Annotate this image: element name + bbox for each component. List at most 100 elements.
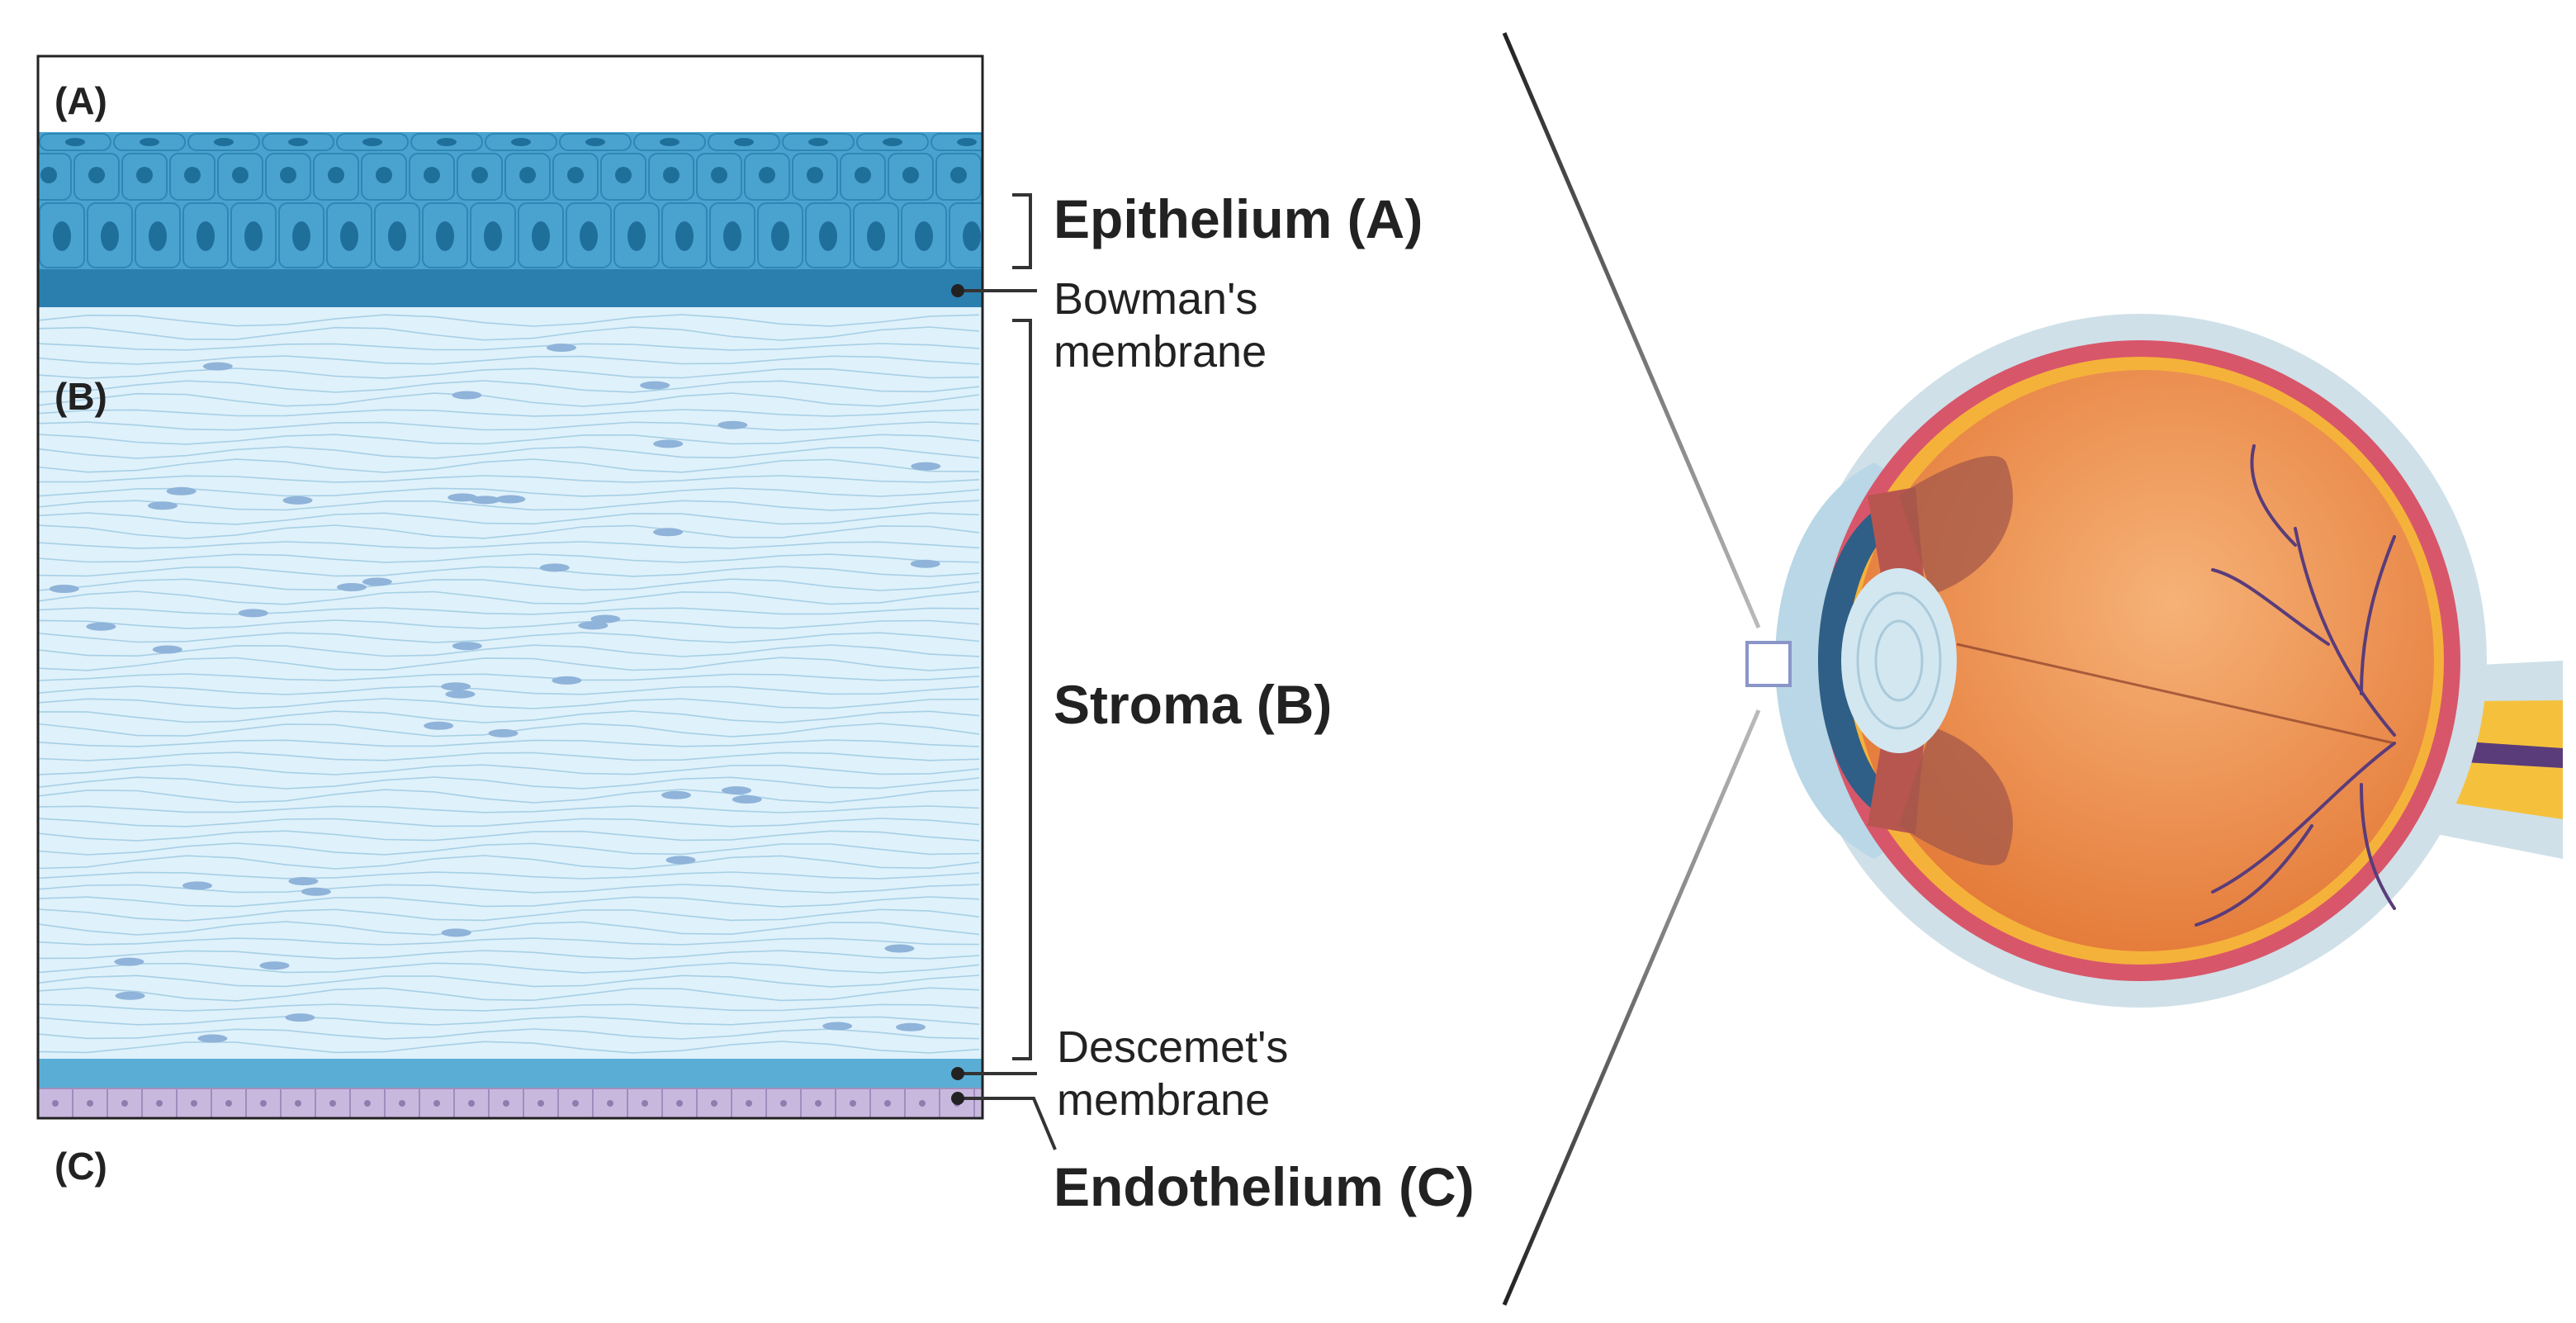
zoom-lines (1502, 32, 1761, 1306)
collagen-fiber (38, 607, 980, 615)
collagen-fiber (38, 434, 980, 445)
visual-axis (1956, 643, 2395, 745)
keratocyte (590, 614, 621, 624)
ciliary-body-lower (1899, 727, 2013, 865)
panel-label-b: (B) (54, 375, 107, 418)
epithelial-nucleus (197, 221, 215, 251)
keratocyte (148, 501, 178, 510)
collagen-fiber (38, 698, 980, 709)
keratocyte (288, 877, 319, 885)
collagen-fiber (38, 764, 980, 775)
collagen-fiber (38, 752, 980, 761)
endothelium-dot (951, 1092, 964, 1105)
epithelial-nucleus (950, 167, 967, 183)
retinal-vessels (2195, 444, 2396, 927)
endothelial-nucleus (676, 1100, 683, 1107)
stroma-base (38, 307, 983, 1059)
keratocyte (896, 1022, 926, 1031)
epithelial-nucleus (808, 138, 828, 146)
cornea-layer-panel: (A) (B) (36, 55, 984, 1120)
descemet-dot (951, 1067, 964, 1080)
endothelial-nucleus (780, 1100, 787, 1107)
epithelial-nucleus (88, 167, 105, 183)
keratocyte (470, 496, 500, 505)
epithelial-nucleus (511, 138, 531, 146)
keratocyte (301, 887, 331, 896)
collagen-fiber (38, 421, 980, 431)
epithelial-nucleus (484, 221, 502, 251)
epithelial-nucleus (675, 221, 694, 251)
endothelial-nucleus (52, 1100, 59, 1107)
collagen-fiber (38, 937, 980, 946)
epithelial-nucleus (53, 221, 71, 251)
zoom-line-top (1502, 32, 1761, 628)
keratocyte (911, 462, 941, 471)
collagen-fiber (38, 409, 980, 417)
epithelial-nucleus (567, 167, 584, 183)
keratocyte (717, 420, 748, 429)
epithelial-nucleus (232, 167, 249, 183)
epithelial-nucleus (471, 167, 488, 183)
epithelial-nucleus (328, 167, 344, 183)
epithelial-nucleus (867, 221, 885, 251)
collagen-fiber (38, 908, 980, 922)
collagen-fiber (38, 884, 980, 894)
keratocyte (49, 585, 79, 593)
collagen-fiber (38, 326, 980, 341)
collagen-fiber (38, 487, 980, 497)
keratocyte (640, 381, 670, 390)
collagen-fiber (38, 619, 980, 629)
ciliary-body-upper (1899, 456, 2013, 595)
collagen-fiber (38, 921, 980, 936)
endothelial-nucleus (884, 1100, 891, 1107)
label-epithelium: Epithelium (A) (1054, 188, 1423, 249)
epithelial-nucleus (759, 167, 775, 183)
collagen-fiber (38, 541, 980, 549)
collagen-fiber (38, 896, 980, 908)
lens-core (1874, 619, 1924, 702)
epithelial-nucleus (65, 138, 85, 146)
collagen-fiber (38, 871, 980, 880)
collagen-fiber (38, 368, 980, 379)
epithelial-nucleus (615, 167, 632, 183)
collagen-fiber (38, 710, 980, 723)
collagen-fiber (38, 644, 980, 657)
collagen-fiber (38, 590, 980, 605)
endothelial-nucleus (468, 1100, 475, 1107)
label-endothelium: Endothelium (C) (1054, 1156, 1475, 1217)
keratocyte (822, 1022, 853, 1031)
collagen-fiber (38, 805, 980, 813)
epithelial-nucleus (436, 221, 454, 251)
epithelial-nucleus (437, 138, 457, 146)
epithelial-nucleus (184, 167, 201, 183)
collagen-fiber (38, 458, 980, 473)
collagen-fiber (38, 974, 980, 988)
endothelial-nucleus (121, 1100, 128, 1107)
endothelial-nucleus (746, 1100, 752, 1107)
bowmans-membrane-band (38, 269, 983, 307)
collagen-fiber (38, 632, 980, 643)
bowman-dot (951, 284, 964, 297)
endothelial-nucleus (919, 1100, 926, 1107)
keratocyte (197, 1034, 228, 1043)
epithelium-cells (38, 133, 983, 268)
keratocyte (661, 790, 691, 799)
keratocyte (884, 944, 915, 953)
keratocyte (182, 881, 212, 890)
keratocyte (488, 728, 519, 737)
label-descemet-line1: Descemet's (1057, 1022, 1288, 1072)
epithelial-nucleus (819, 221, 837, 251)
label-connectors (958, 193, 1057, 1150)
endothelial-nucleus (850, 1100, 856, 1107)
collagen-fiber (38, 950, 980, 960)
stroma-fibers (38, 314, 980, 1054)
epithelial-nucleus (280, 167, 296, 183)
epithelial-nucleus (136, 167, 153, 183)
label-descemet-line2: membrane (1057, 1075, 1270, 1125)
epithelial-nucleus (734, 138, 754, 146)
lens-inner (1856, 591, 1942, 730)
endothelial-nucleus (87, 1100, 93, 1107)
panel-label-c: (C) (54, 1145, 107, 1188)
epithelial-nucleus (362, 138, 382, 146)
